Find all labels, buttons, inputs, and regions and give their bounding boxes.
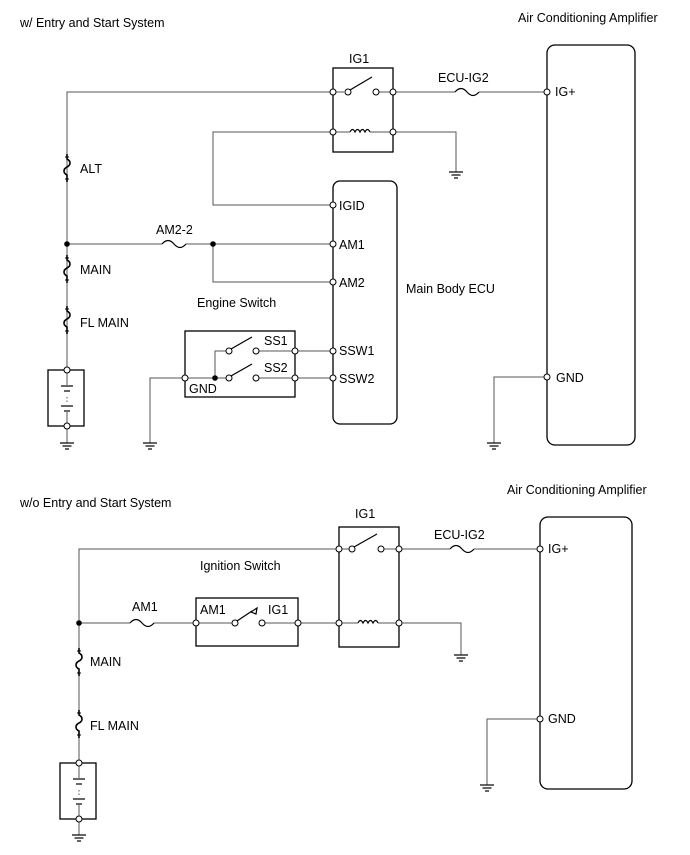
bottom-ground-relay-icon bbox=[454, 654, 468, 662]
ssw1-terminal-label: SSW1 bbox=[339, 344, 374, 358]
ss1-label: SS1 bbox=[264, 334, 288, 348]
bottom-ground-amp-icon bbox=[480, 784, 494, 792]
top-ecu-ig2-label: ECU-IG2 bbox=[438, 71, 489, 85]
bottom-ig1-relay-coil bbox=[357, 619, 379, 625]
am1-terminal-label: AM1 bbox=[339, 238, 365, 252]
ignition-switch-label: Ignition Switch bbox=[200, 559, 281, 573]
top-ecu-ig2-fuse bbox=[454, 87, 480, 97]
top-ac-amplifier-box bbox=[546, 44, 636, 446]
igid-terminal-label: IGID bbox=[339, 199, 365, 213]
bottom-main-fusible-link bbox=[75, 647, 83, 677]
top-amp-gnd-label: GND bbox=[556, 371, 584, 385]
bottom-ground-battery-icon bbox=[72, 834, 86, 842]
engine-switch-label: Engine Switch bbox=[197, 296, 276, 310]
top-junction-alt bbox=[64, 241, 70, 247]
ss2-label: SS2 bbox=[264, 361, 288, 375]
bottom-ecu-ig2-fuse bbox=[449, 544, 475, 554]
am1-fuse bbox=[129, 618, 155, 628]
top-ground-switch-icon bbox=[143, 442, 157, 450]
bottom-title: w/o Entry and Start System bbox=[19, 496, 171, 510]
bottom-amp-gnd-label: GND bbox=[548, 712, 576, 726]
am2-terminal-label: AM2 bbox=[339, 276, 365, 290]
main-body-ecu-box bbox=[332, 180, 398, 425]
top-junction-switch bbox=[212, 375, 218, 381]
top-ac-amp-label: Air Conditioning Amplifier bbox=[518, 11, 658, 25]
top-ground-relay-icon bbox=[449, 171, 463, 179]
top-fl-main-label: FL MAIN bbox=[80, 316, 129, 330]
bottom-ac-amplifier-box bbox=[539, 516, 633, 790]
am1-fuse-label: AM1 bbox=[132, 600, 158, 614]
bottom-ecu-ig2-label: ECU-IG2 bbox=[434, 528, 485, 542]
top-ig-plus-label: IG+ bbox=[555, 85, 576, 99]
ignition-switch-contact bbox=[231, 606, 266, 627]
bottom-ac-amp-label: Air Conditioning Amplifier bbox=[507, 483, 647, 497]
am2-2-fuse bbox=[161, 239, 187, 249]
engine-switch-gnd-label: GND bbox=[189, 382, 217, 396]
bottom-ig1-label: IG1 bbox=[355, 507, 375, 521]
top-ig1-label: IG1 bbox=[349, 52, 369, 66]
bottom-fl-main-label: FL MAIN bbox=[90, 719, 139, 733]
top-junction-am bbox=[210, 241, 216, 247]
ignition-ig1-terminal-label: IG1 bbox=[268, 603, 288, 617]
top-ig1-relay-contact bbox=[344, 76, 380, 96]
bottom-ig-plus-label: IG+ bbox=[548, 542, 569, 556]
bottom-battery-box bbox=[59, 762, 97, 820]
top-main-label: MAIN bbox=[80, 263, 111, 277]
bottom-ig1-relay-contact bbox=[348, 533, 385, 553]
top-ig1-relay-box bbox=[332, 67, 394, 153]
bottom-ig1-relay-box bbox=[338, 526, 400, 648]
engine-switch-ss1-contact bbox=[225, 336, 260, 355]
main-body-ecu-label: Main Body ECU bbox=[406, 282, 495, 296]
engine-switch-ss2-contact bbox=[225, 363, 260, 382]
ignition-am1-terminal-label: AM1 bbox=[200, 603, 226, 617]
top-ground-amp-icon bbox=[487, 442, 501, 450]
bottom-junction bbox=[76, 620, 82, 626]
top-title: w/ Entry and Start System bbox=[19, 16, 165, 30]
bottom-main-label: MAIN bbox=[90, 655, 121, 669]
am2-2-label: AM2-2 bbox=[156, 223, 193, 237]
top-wires bbox=[66, 91, 547, 443]
alt-label: ALT bbox=[80, 162, 102, 176]
top-terminals bbox=[63, 88, 551, 430]
bottom-wires bbox=[78, 548, 540, 835]
bottom-diagram: w/o Entry and Start System Air Condition… bbox=[19, 483, 647, 842]
top-battery-box bbox=[47, 369, 85, 427]
ignition-switch-box bbox=[195, 597, 299, 647]
top-ground-battery-icon bbox=[60, 442, 74, 450]
engine-switch-box bbox=[184, 330, 296, 398]
ssw2-terminal-label: SSW2 bbox=[339, 372, 374, 386]
top-ig1-relay-coil bbox=[349, 128, 371, 134]
top-diagram: w/ Entry and Start System Air Conditioni… bbox=[19, 11, 658, 450]
bottom-terminals bbox=[75, 545, 544, 823]
bottom-fl-main-fusible-link bbox=[75, 709, 83, 739]
